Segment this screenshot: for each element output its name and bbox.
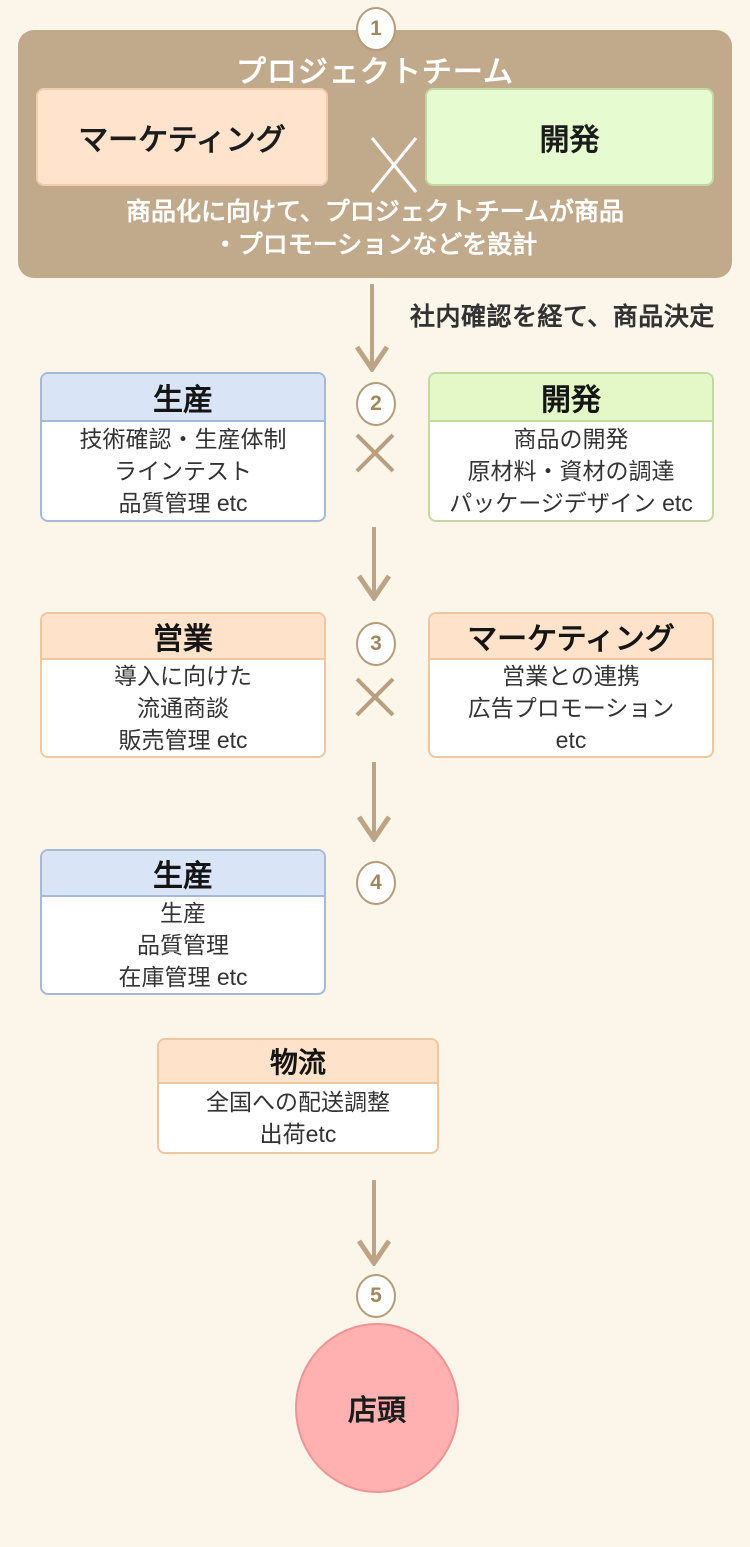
production-box-step4: 生産 生産 品質管理 在庫管理 etc — [40, 849, 326, 995]
project-team-panel: プロジェクトチーム マーケティング 開発 商品化に向けて、プロジェクトチームが商… — [18, 30, 732, 278]
step-number: 1 — [370, 17, 382, 40]
down-arrow-icon — [356, 527, 392, 601]
step-number: 5 — [370, 1284, 382, 1307]
task-line: 在庫管理 etc — [118, 964, 248, 990]
project-team-title: プロジェクトチーム — [235, 56, 515, 89]
marketing-tasks: 営業との連携 広告プロモーション etc — [430, 660, 712, 756]
storefront-circle: 店頭 — [295, 1323, 459, 1493]
sales-header: 営業 — [42, 614, 324, 660]
task-line: 商品の開発 — [513, 426, 629, 452]
marketing-label: マーケティング — [78, 124, 286, 157]
logistics-box: 物流 全国への配送調整 出荷etc — [157, 1038, 439, 1154]
step-4-badge: 4 — [356, 861, 396, 905]
step-number: 3 — [370, 632, 382, 655]
development-tasks: 商品の開発 原材料・資材の調達 パッケージデザイン etc — [430, 422, 712, 520]
development-label: 開発 — [539, 124, 600, 157]
task-line: パッケージデザイン etc — [449, 490, 693, 516]
multiply-icon — [355, 677, 395, 717]
development-box: 開発 — [425, 88, 714, 186]
task-line: 品質管理 — [137, 932, 229, 958]
task-line: 広告プロモーション — [467, 695, 675, 721]
sales-box: 営業 導入に向けた 流通商談 販売管理 etc — [40, 612, 326, 758]
development-header: 開発 — [430, 374, 712, 422]
task-line: 出荷etc — [259, 1121, 337, 1147]
multiply-icon — [370, 137, 418, 193]
logistics-header: 物流 — [159, 1040, 437, 1084]
task-line: 営業との連携 — [502, 663, 640, 689]
down-arrow-icon — [356, 1180, 392, 1266]
step-2-badge: 2 — [356, 382, 396, 426]
decision-note: 社内確認を経て、商品決定 — [410, 303, 715, 331]
marketing-box: マーケティング — [36, 88, 328, 186]
task-line: 原材料・資材の調達 — [467, 458, 675, 484]
storefront-label: 店頭 — [347, 1395, 406, 1427]
step-5-badge: 5 — [356, 1274, 396, 1318]
logistics-tasks: 全国への配送調整 出荷etc — [159, 1084, 437, 1152]
caption-line-1: 商品化に向けて、プロジェクトチームが商品 — [125, 198, 624, 226]
caption-line-2: ・プロモーションなどを設計 — [212, 231, 538, 259]
task-line: etc — [555, 727, 587, 753]
task-line: ラインテスト — [114, 458, 252, 484]
task-line: 品質管理 etc — [118, 490, 248, 516]
down-arrow-icon — [354, 284, 390, 372]
production-header: 生産 — [42, 374, 324, 422]
production-header: 生産 — [42, 851, 324, 897]
marketing-header: マーケティング — [430, 614, 712, 660]
task-line: 生産 — [160, 900, 206, 926]
step-1-badge: 1 — [356, 7, 396, 51]
task-line: 導入に向けた — [114, 663, 252, 689]
marketing-box-step3: マーケティング 営業との連携 広告プロモーション etc — [428, 612, 714, 758]
step-number: 2 — [370, 392, 382, 415]
down-arrow-icon — [356, 762, 392, 842]
step-number: 4 — [370, 871, 382, 894]
development-box-step2: 開発 商品の開発 原材料・資材の調達 パッケージデザイン etc — [428, 372, 714, 522]
step-3-badge: 3 — [356, 622, 396, 666]
project-team-caption: 商品化に向けて、プロジェクトチームが商品 ・プロモーションなどを設計 — [18, 196, 732, 262]
production-tasks: 生産 品質管理 在庫管理 etc — [42, 897, 324, 993]
multiply-icon — [355, 433, 395, 473]
production-box-step2: 生産 技術確認・生産体制 ラインテスト 品質管理 etc — [40, 372, 326, 522]
task-line: 流通商談 — [137, 695, 229, 721]
task-line: 販売管理 etc — [118, 727, 248, 753]
task-line: 技術確認・生産体制 — [79, 426, 287, 452]
production-tasks: 技術確認・生産体制 ラインテスト 品質管理 etc — [42, 422, 324, 520]
task-line: 全国への配送調整 — [206, 1089, 390, 1115]
sales-tasks: 導入に向けた 流通商談 販売管理 etc — [42, 660, 324, 756]
